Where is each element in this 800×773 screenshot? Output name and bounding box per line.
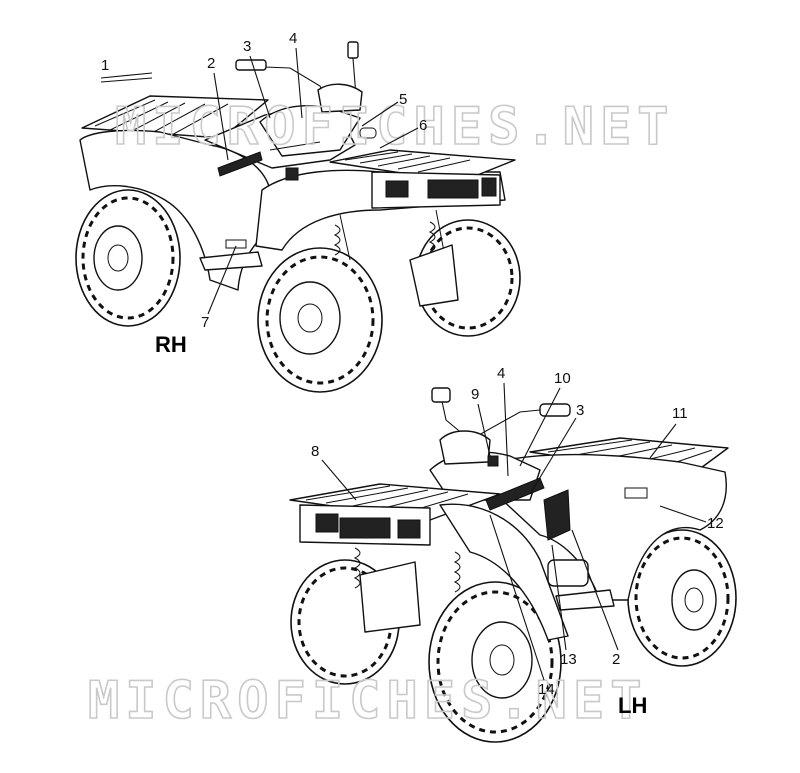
rh-atv-illustration: [75, 41, 521, 393]
lh-callout-8: 8: [311, 443, 319, 460]
watermark-top: MICROFICHES.NET: [115, 97, 675, 157]
lh-view-label: LH: [618, 693, 647, 718]
lh-callout-9: 9: [471, 386, 479, 403]
rh-callout-1: 1: [101, 57, 109, 74]
lh-callout-3b: 3: [576, 402, 584, 419]
rh-rear-wheel: [75, 189, 181, 327]
lh-front-wheel: [428, 581, 562, 743]
rh-front-wheel: [257, 247, 383, 393]
lh-callout-13: 13: [560, 651, 577, 668]
rh-view-label: RH: [155, 332, 187, 357]
rh-callout-4: 4: [289, 30, 297, 47]
watermark-bottom: MICROFICHES.NET: [88, 671, 648, 731]
lh-callout-11: 11: [672, 405, 688, 422]
lh-callout-2b: 2: [612, 651, 620, 668]
lh-callout-14: 14: [538, 681, 555, 698]
lh-callout-10: 10: [554, 370, 571, 387]
lh-atv-illustration: [289, 387, 737, 743]
rh-callout-5: 5: [399, 91, 407, 108]
rh-callouts: 1 2 3 4 5 6 7: [100, 30, 427, 331]
lh-callout-12: 12: [707, 515, 724, 532]
lh-callout-4b: 4: [497, 365, 505, 382]
rh-callout-6: 6: [419, 117, 427, 134]
rh-callout-2: 2: [207, 55, 215, 72]
lh-rear-wheel: [627, 529, 737, 667]
rh-callout-3: 3: [243, 38, 251, 55]
rh-callout-7: 7: [201, 314, 209, 331]
lh-callouts: 8 9 4 10 3 11 12 13 2 14: [311, 365, 724, 698]
